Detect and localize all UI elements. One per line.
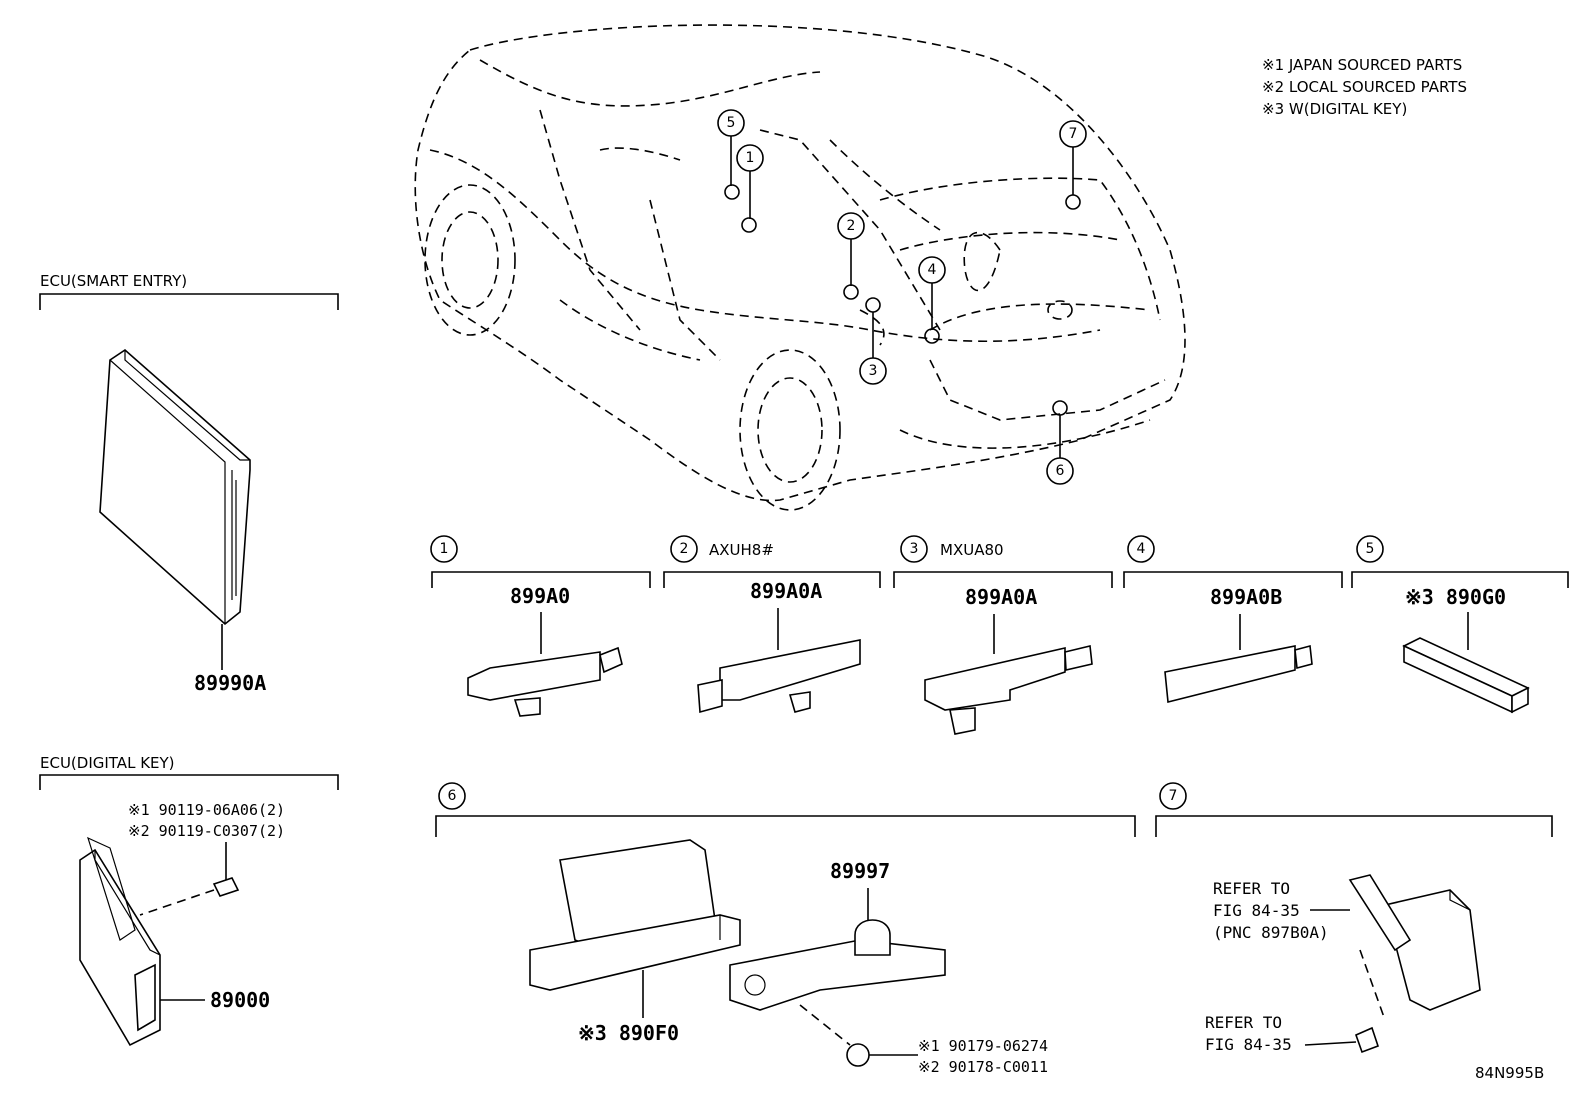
section-6-antenna-part: ※3 890F0 (578, 1021, 679, 1045)
bolt-icon (212, 877, 240, 897)
note-digital-key: ※3 W(DIGITAL KEY) (1262, 100, 1407, 118)
section-6-clip-2: ※2 90178-C0011 (918, 1058, 1048, 1076)
clip-icon (846, 1043, 870, 1067)
section-1-part: 899A0 (510, 584, 570, 608)
callout-2-label: 2 (847, 218, 856, 234)
section-4: 4 899A0B (1123, 535, 1343, 704)
section-1: 1 899A0 (430, 535, 651, 717)
callout-6-label: 6 (1056, 463, 1065, 479)
section-3-model: MXUA80 (940, 541, 1004, 559)
sensor-antenna-icon (719, 639, 861, 701)
digital-key-part-number: 89000 (210, 988, 270, 1012)
note-japan-sourced: ※1 JAPAN SOURCED PARTS (1262, 56, 1462, 74)
section-5: 5 ※3 890G0 (1351, 535, 1569, 714)
section-7-ref2-line1: REFER TO (1205, 1013, 1282, 1032)
legend-notes: ※1 JAPAN SOURCED PARTS ※2 LOCAL SOURCED … (1262, 56, 1467, 118)
callout-4-label: 4 (928, 262, 937, 278)
section-2-number: 2 (680, 541, 689, 557)
callout-5-label: 5 (727, 115, 736, 131)
callout-7-label: 7 (1069, 126, 1078, 142)
section-6-number: 6 (448, 788, 457, 804)
bracket-89997-icon (729, 939, 946, 1011)
group-smart-entry: ECU(SMART ENTRY) 89990A (39, 272, 339, 695)
section-2-part: 899A0A (750, 579, 822, 603)
callout-6-circle (1046, 457, 1074, 485)
section-5-part: ※3 890G0 (1405, 585, 1506, 609)
section-5-number: 5 (1366, 541, 1375, 557)
section-6: 6 ※3 890F0 89997 ※1 90179-06274 ※2 90178… (435, 782, 1136, 1076)
section-2: 2 AXUH8# 899A0A (663, 535, 881, 714)
group-digital-key: ECU(DIGITAL KEY) ※1 90119-06A06(2) ※2 90… (39, 754, 339, 1047)
digital-key-bolt-1: ※1 90119-06A06(2) (128, 801, 285, 819)
sensor-antenna-icon (924, 646, 1066, 711)
section-7: 7 REFER TO FIG 84-35 (PNC 897B0A) REFER … (1155, 782, 1553, 1054)
section-6-bracket-part: 89997 (830, 859, 890, 883)
section-3-part: 899A0A (965, 585, 1037, 609)
callout-3-circle (859, 357, 887, 385)
callout-1-label: 1 (746, 150, 755, 166)
smart-entry-ecu-icon (99, 348, 251, 626)
section-2-model: AXUH8# (709, 541, 774, 559)
sensor-antenna-icon (467, 651, 601, 701)
section-4-part: 899A0B (1210, 585, 1282, 609)
car-callouts: 5 1 2 3 4 7 6 (717, 109, 1087, 485)
smart-entry-title: ECU(SMART ENTRY) (40, 272, 187, 290)
section-7-ref2-line2: FIG 84-35 (1205, 1035, 1292, 1054)
section-7-ref1-line1: REFER TO (1213, 879, 1290, 898)
section-4-number: 4 (1137, 541, 1146, 557)
diagram-code: 84N995B (1475, 1064, 1544, 1082)
section-3: 3 MXUA80 899A0A (893, 535, 1113, 735)
section-3-number: 3 (910, 541, 919, 557)
digital-key-bolt-2: ※2 90119-C0307(2) (128, 822, 285, 840)
smart-entry-part-number: 89990A (194, 671, 266, 695)
vehicle-illustration (414, 24, 1186, 511)
section-7-ref1-line2: FIG 84-35 (1213, 901, 1300, 920)
section-6-clip-1: ※1 90179-06274 (918, 1037, 1048, 1055)
section-1-number: 1 (440, 541, 449, 557)
note-local-sourced: ※2 LOCAL SOURCED PARTS (1262, 78, 1467, 96)
bolt-icon (1354, 1026, 1380, 1054)
callout-3-label: 3 (869, 363, 878, 379)
digital-key-title: ECU(DIGITAL KEY) (40, 754, 175, 772)
sensor-antenna-icon (1164, 645, 1296, 704)
section-7-ref1-line3: (PNC 897B0A) (1213, 923, 1329, 942)
section-7-number: 7 (1169, 788, 1178, 804)
